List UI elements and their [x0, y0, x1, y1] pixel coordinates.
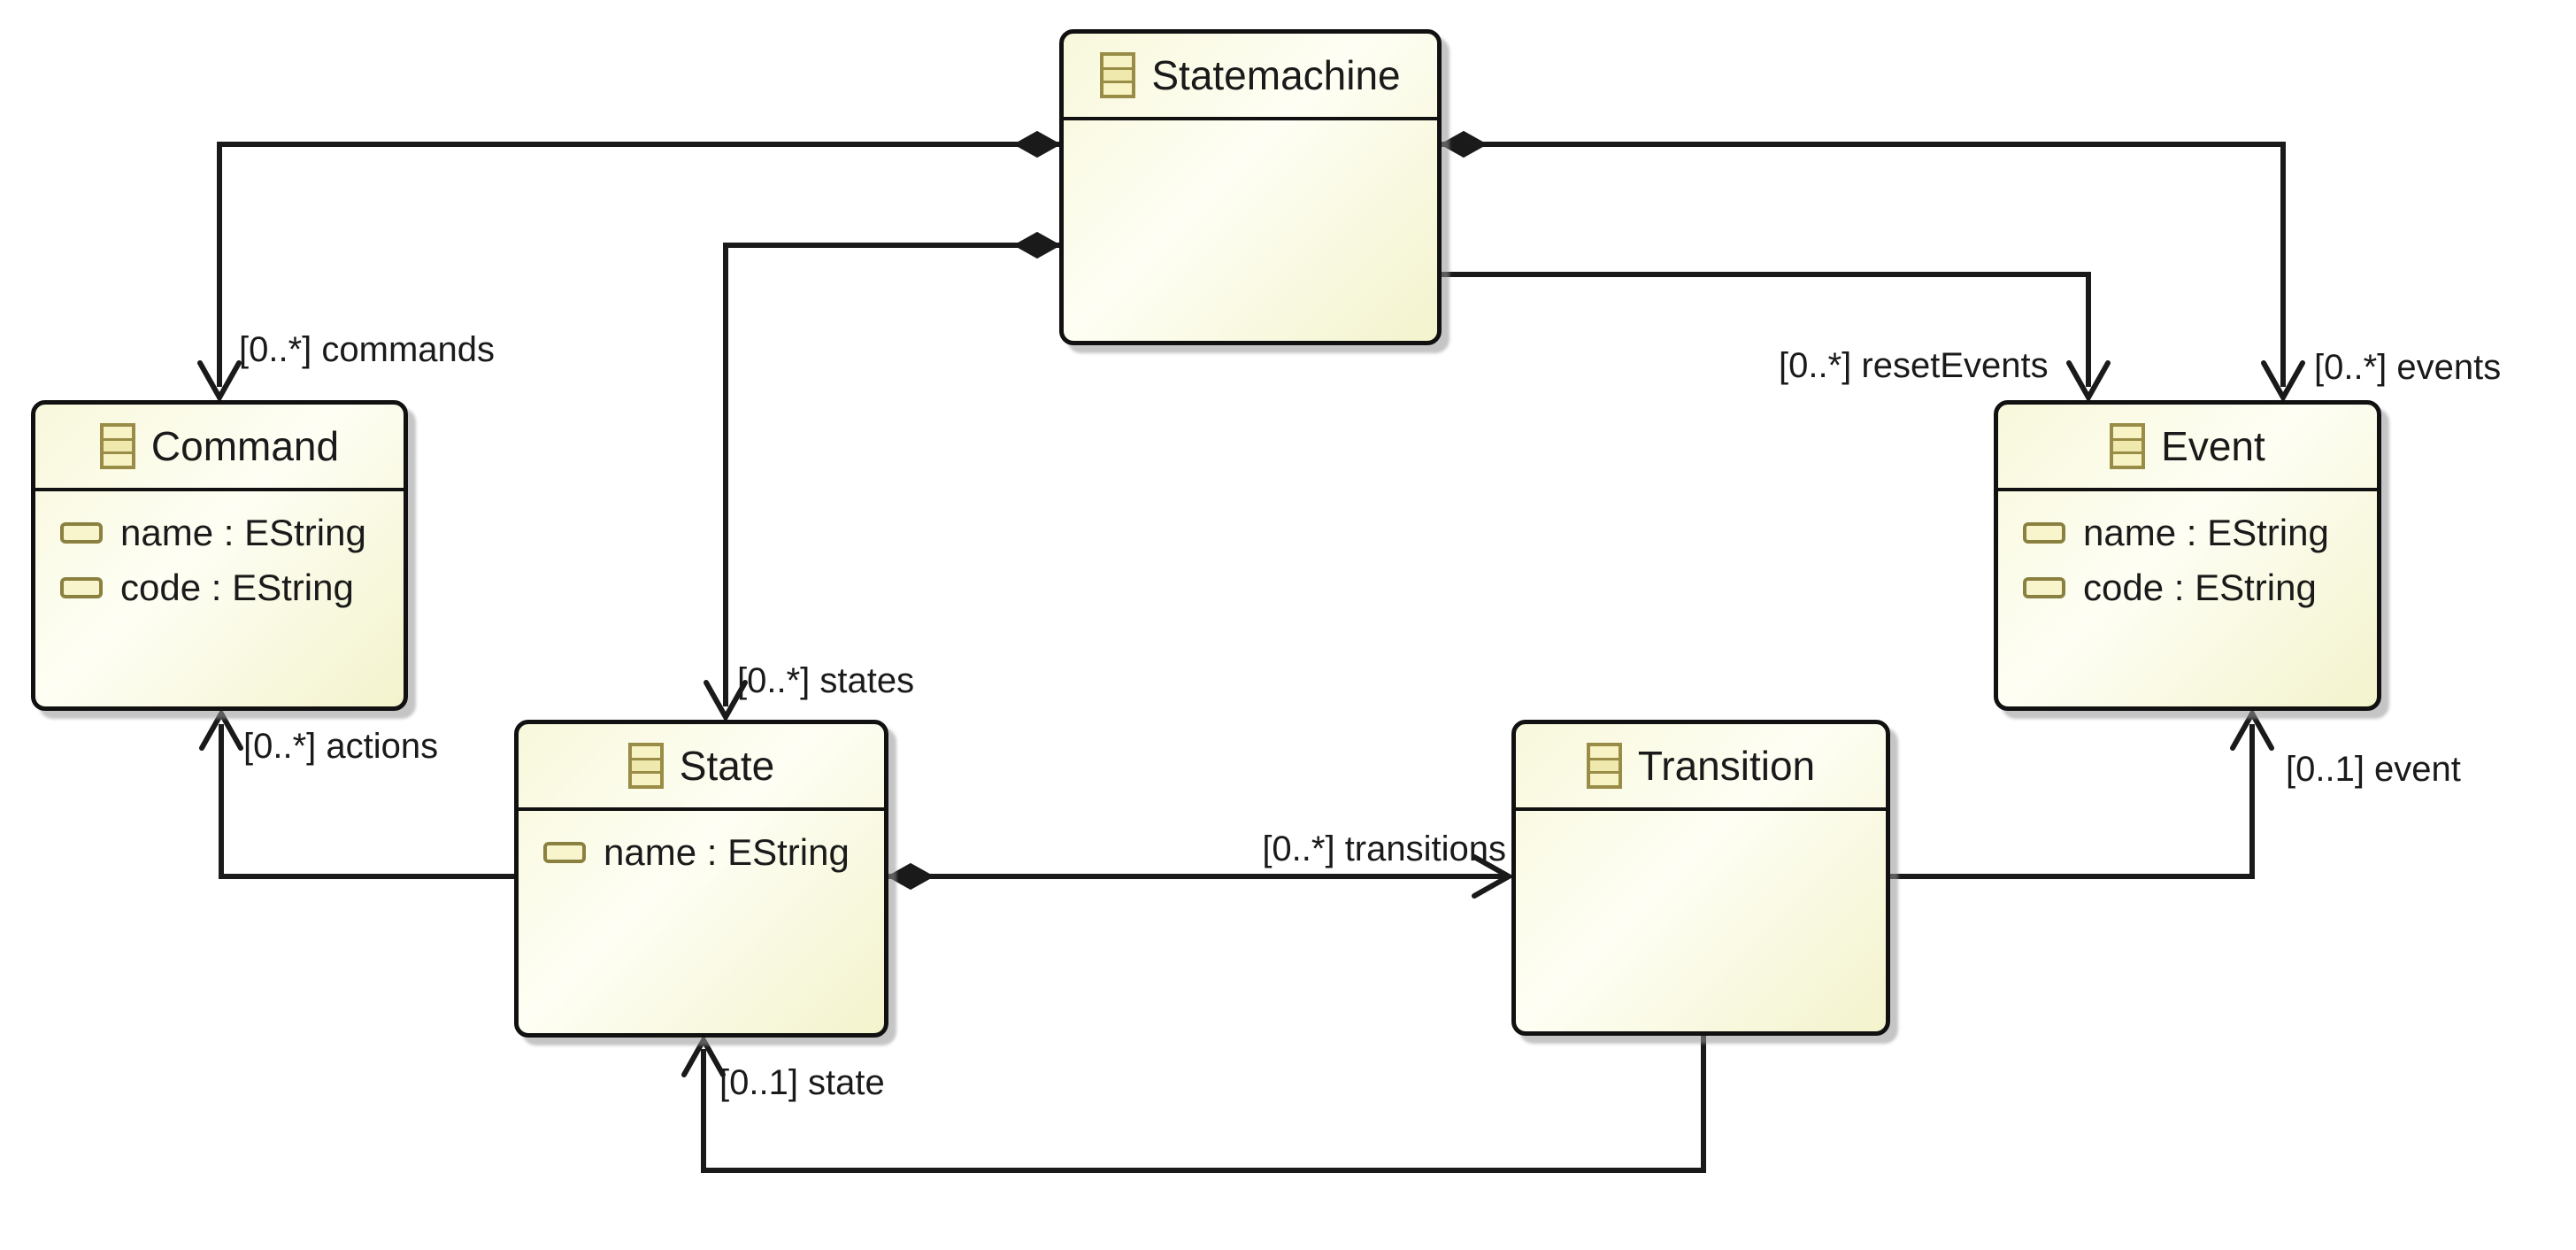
- edge-commands[interactable]: [197, 130, 1062, 404]
- class-node-transition[interactable]: Transition: [1511, 720, 1890, 1036]
- composition-diamond-icon: [1012, 130, 1062, 158]
- composition-diamond-icon: [1012, 231, 1062, 259]
- edge-states[interactable]: [704, 231, 1062, 723]
- class-node-statemachine[interactable]: Statemachine: [1059, 29, 1442, 345]
- class-icon: [627, 743, 664, 789]
- class-name: Statemachine: [1151, 52, 1401, 98]
- class-name: Command: [150, 423, 340, 469]
- composition-diamond-icon: [886, 862, 935, 891]
- attributes-compartment: name : EString code : EString: [35, 488, 404, 727]
- edge-transitions[interactable]: [886, 854, 1515, 899]
- edge-label-transitions[interactable]: [0..*] transitions: [1262, 829, 1506, 868]
- edge-states-line: [723, 243, 1059, 706]
- open-arrowhead-icon: [2261, 360, 2305, 404]
- edge-state-line: [701, 1036, 1706, 1173]
- class-header: Transition: [1516, 724, 1886, 807]
- class-header: Command: [35, 405, 404, 488]
- class-node-event[interactable]: Event name : EString code : EString: [1994, 400, 2381, 711]
- attribute-row: name : EString: [60, 514, 404, 552]
- attribute-icon: [60, 577, 103, 598]
- attributes-compartment: name : EString code : EString: [1998, 488, 2377, 727]
- class-header: Event: [1998, 405, 2377, 488]
- attribute-icon: [543, 842, 586, 863]
- edge-events[interactable]: [1439, 130, 2305, 404]
- edge-label-events[interactable]: [0..*] events: [2314, 348, 2502, 387]
- class-node-command[interactable]: Command name : EString code : EString: [31, 400, 408, 711]
- edge-label-commands[interactable]: [0..*] commands: [239, 330, 496, 369]
- attributes-compartment: [1516, 807, 1886, 1052]
- class-icon: [99, 423, 135, 469]
- edge-state[interactable]: [681, 1034, 1706, 1173]
- attribute-text: code : EString: [2083, 567, 2317, 608]
- class-name: Event: [2161, 423, 2265, 469]
- attribute-text: name : EString: [604, 831, 850, 873]
- edge-label-resetEvents[interactable]: [0..*] resetEvents: [1779, 346, 2049, 385]
- edge-label-actions[interactable]: [0..*] actions: [243, 727, 439, 766]
- attributes-compartment: name : EString: [519, 807, 884, 1053]
- attribute-icon: [60, 522, 103, 544]
- attribute-text: code : EString: [120, 567, 354, 608]
- edge-actions-line: [219, 724, 514, 879]
- open-arrowhead-icon: [704, 680, 748, 723]
- attribute-row: name : EString: [543, 834, 884, 871]
- edge-event[interactable]: [1890, 707, 2274, 879]
- edge-event-line: [1890, 724, 2255, 879]
- class-icon: [2110, 423, 2146, 469]
- open-arrowhead-icon: [2066, 360, 2111, 404]
- open-arrowhead-icon: [1472, 854, 1515, 899]
- edge-label-state[interactable]: [0..1] state: [719, 1063, 885, 1102]
- composition-diamond-icon: [1439, 130, 1488, 158]
- class-header: State: [519, 724, 884, 807]
- open-arrowhead-icon: [199, 707, 243, 751]
- open-arrowhead-icon: [197, 360, 242, 404]
- class-node-state[interactable]: State name : EString: [514, 720, 888, 1038]
- edge-actions[interactable]: [199, 707, 514, 879]
- class-name: State: [679, 743, 775, 789]
- attribute-text: name : EString: [2083, 512, 2329, 553]
- attribute-row: code : EString: [60, 569, 404, 606]
- attribute-icon: [2023, 577, 2065, 598]
- class-name: Transition: [1637, 743, 1816, 789]
- attribute-row: code : EString: [2023, 569, 2377, 606]
- edge-events-line: [1442, 142, 2286, 387]
- edge-resetEvents[interactable]: [1442, 272, 2111, 404]
- attributes-compartment: [1064, 117, 1437, 361]
- edge-commands-line: [217, 142, 1059, 387]
- edge-label-event[interactable]: [0..1] event: [2286, 750, 2461, 789]
- open-arrowhead-icon: [2230, 707, 2274, 751]
- edge-resetEvents-line: [1442, 272, 2091, 387]
- attribute-icon: [2023, 522, 2065, 544]
- class-header: Statemachine: [1064, 34, 1437, 117]
- class-icon: [1586, 743, 1622, 789]
- attribute-text: name : EString: [120, 512, 366, 553]
- edge-label-states[interactable]: [0..*] states: [737, 661, 915, 700]
- class-icon: [1100, 52, 1136, 98]
- attribute-row: name : EString: [2023, 514, 2377, 552]
- open-arrowhead-icon: [681, 1034, 726, 1077]
